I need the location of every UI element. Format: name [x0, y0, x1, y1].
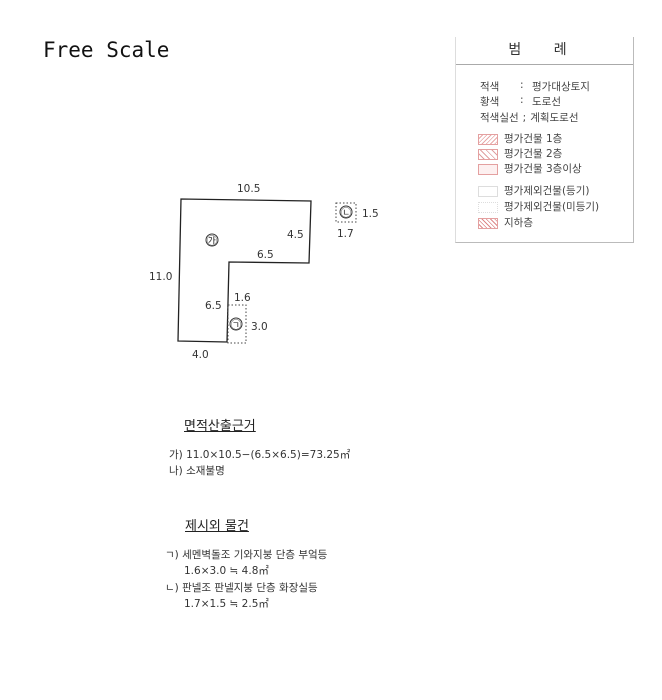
- color-name: 황색: [480, 96, 500, 108]
- parcel-outline: [177, 198, 312, 343]
- outbuilding-b-outline: [335, 202, 357, 223]
- dim-top: 10.5: [237, 183, 260, 195]
- hatch-3f-swatch: [478, 164, 498, 175]
- legend-title: 범 례: [456, 37, 633, 65]
- color-desc: 도로선: [532, 96, 561, 108]
- area-basis-line: 나) 소재불명: [169, 465, 225, 477]
- extra-item-line: ㄱ) 세멘벽돌조 기와지붕 단층 부엌등: [165, 549, 328, 561]
- dim-b-height: 1.5: [362, 208, 379, 220]
- scale-title: Free Scale: [43, 38, 170, 62]
- legend-item: 지하층: [504, 217, 533, 229]
- legend-item: 평가건물 1층: [504, 133, 563, 145]
- excluded-unregistered-swatch: [478, 202, 498, 213]
- hatch-2f-swatch: [478, 149, 498, 160]
- legend-item: 평가건물 3층이상: [504, 163, 582, 175]
- legend-item: 평가제외건물(미등기): [504, 201, 600, 213]
- mark-a: ㉠: [231, 319, 242, 331]
- area-basis-line: 가) 11.0×10.5−(6.5×6.5)=73.25㎡: [169, 449, 351, 461]
- extra-item-line: 1.7×1.5 ≒ 2.5㎡: [184, 598, 269, 610]
- dim-a-width: 1.6: [234, 292, 251, 304]
- extra-item-line: ㄴ) 판넬조 판넬지붕 단층 화장실등: [165, 582, 318, 594]
- legend-color-red: 적색: 평가대상토지: [480, 79, 590, 94]
- color-desc: 평가대상토지: [532, 81, 590, 93]
- basement-swatch: [478, 218, 498, 229]
- legend-item: 평가제외건물(등기): [504, 185, 590, 197]
- excluded-registered-swatch: [478, 186, 498, 197]
- color-sep: :: [520, 79, 524, 91]
- parcel-mark-circle: [205, 233, 219, 247]
- dim-a-height: 3.0: [251, 321, 268, 333]
- legend-color-red-line: 적색실선;계획도로선: [480, 110, 579, 125]
- dim-inner-vertical: 6.5: [205, 300, 222, 312]
- color-name: 적색실선: [480, 112, 519, 124]
- dim-left: 11.0: [149, 271, 172, 283]
- legend-color-yellow: 황색: 도로선: [480, 94, 561, 109]
- parcel-drawing: ㉮ ㉠ ㉡ 10.5 4.5 6.5 11.0 6.5 1.6 3.0 4.0 …: [149, 183, 379, 361]
- mark-b: ㉡: [341, 207, 352, 219]
- mark-a-circle: [229, 317, 243, 331]
- hatch-1f-swatch: [478, 134, 498, 145]
- extra-item-line: 1.6×3.0 ≒ 4.8㎡: [184, 565, 269, 577]
- mark-b-circle: [339, 205, 353, 219]
- dim-b-width: 1.7: [337, 228, 354, 240]
- area-basis-heading: 면적산출근거: [184, 419, 256, 434]
- dim-inner-horizontal: 6.5: [257, 249, 274, 261]
- color-sep: :: [520, 94, 524, 106]
- legend-box: 범 례 적색:평가대상토지 황색:도로선 적색실선;계획도로선 평가건물 1층 …: [455, 37, 634, 243]
- color-name: 적색: [480, 81, 500, 93]
- legend-item: 평가건물 2층: [504, 148, 563, 160]
- extra-items-heading: 제시외 물건: [185, 519, 249, 534]
- color-sep: ;: [522, 112, 527, 124]
- dim-right-upper: 4.5: [287, 229, 304, 241]
- color-desc: 계획도로선: [530, 112, 579, 124]
- dim-bottom: 4.0: [192, 349, 209, 361]
- parcel-mark: ㉮: [207, 235, 218, 247]
